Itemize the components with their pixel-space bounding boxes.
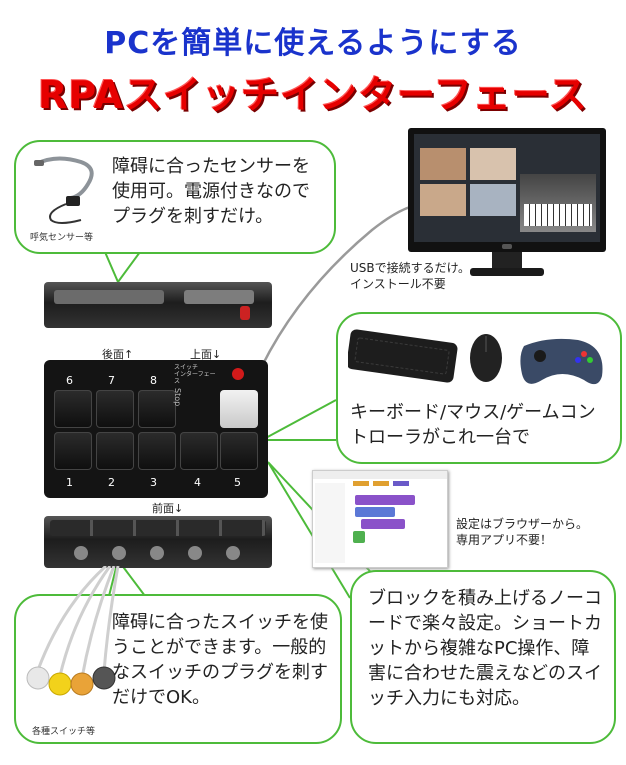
key-number: 8 — [150, 374, 157, 387]
switch-key-4[interactable] — [180, 432, 218, 470]
label-front: 前面↓ — [152, 502, 184, 515]
switch-key-5[interactable] — [220, 432, 258, 470]
video-tile — [420, 184, 466, 216]
jack-icon — [74, 546, 88, 560]
video-tile — [470, 184, 516, 216]
stop-label: Stop — [173, 388, 182, 407]
switch-key-1[interactable] — [54, 432, 92, 470]
switch-yellow-icon — [48, 672, 72, 696]
switch-orange-icon — [70, 672, 94, 696]
front-keycaps — [50, 520, 266, 536]
device-back-view — [44, 282, 272, 328]
browser-note-line2: 専用アプリ不要！ — [456, 533, 553, 547]
block-palette — [315, 483, 345, 563]
browser-settings-screenshot — [312, 470, 448, 568]
peripherals-bubble: キーボード/マウス/ゲームコントローラがこれ一台で — [336, 312, 622, 464]
key-number: 2 — [108, 476, 115, 489]
usb-note-line1: USBで接続するだけ。 — [350, 261, 471, 275]
logo-line2: インターフェース — [174, 371, 216, 385]
monitor-bezel — [408, 128, 606, 252]
block-coding-text: ブロックを積み上げるノーコードで楽々設定。ショートカットから複雑なPC操作、障害… — [368, 588, 602, 709]
logo-line1: スイッチ — [174, 364, 199, 371]
sensor-bubble: 呼気センサー等 障碍に合ったセンサーを使用可。電源付きなのでプラグを刺すだけ。 — [14, 140, 336, 254]
label-top: 上面↓ — [190, 348, 222, 361]
monitor-screen — [414, 134, 600, 242]
sensor-caption: 呼気センサー等 — [30, 233, 94, 243]
key-number: 7 — [108, 374, 115, 387]
switch-key-7[interactable] — [96, 390, 134, 428]
key-number: 1 — [66, 476, 73, 489]
status-red-button[interactable] — [232, 368, 244, 380]
device-logo: スイッチ インターフェース — [174, 364, 218, 385]
peripherals-icons — [348, 329, 603, 385]
block — [355, 495, 415, 505]
mouse-icon — [470, 334, 502, 382]
browser-titlebar — [313, 471, 447, 479]
browser-note-line1: 設定はブラウザーから。 — [456, 517, 589, 531]
product-title: RPAスイッチインターフェース — [38, 73, 588, 117]
keyboard-icon — [348, 329, 458, 383]
switch-gray-icon — [92, 666, 116, 690]
peripherals-bubble-tail — [261, 399, 337, 441]
switch-key-3[interactable] — [138, 432, 176, 470]
block — [353, 481, 369, 486]
monitor-neck — [492, 252, 522, 268]
back-ports — [54, 290, 164, 304]
usb-note-line2: インストール不要 — [350, 277, 446, 291]
switch-caption: 各種スイッチ等 — [32, 727, 96, 737]
jack-icon — [112, 546, 126, 560]
block — [361, 519, 405, 529]
peripherals-text: キーボード/マウス/ゲームコントローラがこれ一台で — [350, 402, 596, 448]
key-number: 3 — [150, 476, 157, 489]
switch-white-icon — [26, 666, 50, 690]
key-number: 5 — [234, 476, 241, 489]
monitor — [408, 128, 606, 278]
key-number: 6 — [66, 374, 73, 387]
headline: PCを簡単に使えるようにする — [104, 26, 522, 61]
gamepad-icon — [520, 338, 603, 385]
back-board — [184, 290, 254, 304]
video-tile — [470, 148, 516, 180]
device-top-view: スイッチ インターフェース 6 7 8 Stop 1 2 3 4 5 — [44, 360, 268, 498]
monitor-stand — [470, 268, 544, 276]
switch-key-2[interactable] — [96, 432, 134, 470]
stop-key[interactable] — [220, 390, 258, 428]
sensor-text: 障碍に合ったセンサーを使用可。電源付きなのでプラグを刺すだけ。 — [112, 156, 310, 227]
usb-note: USBで接続するだけ。 インストール不要 — [350, 260, 520, 292]
jack-icon — [188, 546, 202, 560]
switch-bubble: 各種スイッチ等 障碍に合ったスイッチを使うことができます。一般的なスイッチのプラ… — [14, 566, 342, 744]
browser-note: 設定はブラウザーから。 専用アプリ不要！ — [456, 516, 616, 548]
switch-cables-icon — [26, 566, 120, 696]
switch-key-6[interactable] — [54, 390, 92, 428]
jack-icon — [150, 546, 164, 560]
piano-keyboard-app — [520, 174, 596, 232]
switch-key-8[interactable] — [138, 390, 176, 428]
block-coding-bubble: ブロックを積み上げるノーコードで楽々設定。ショートカットから複雑なPC操作、障害… — [350, 570, 616, 744]
block — [393, 481, 409, 486]
back-red-led — [240, 306, 250, 320]
sensor-bubble-tail — [104, 251, 141, 284]
power-led — [502, 244, 512, 249]
video-tile — [420, 148, 466, 180]
key-number: 4 — [194, 476, 201, 489]
block — [373, 481, 389, 486]
switch-text: 障碍に合ったスイッチを使うことができます。一般的なスイッチのプラグを刺すだけでO… — [112, 612, 328, 708]
block — [355, 507, 395, 517]
breath-sensor-icon — [34, 156, 94, 224]
block — [353, 531, 365, 543]
jack-icon — [226, 546, 240, 560]
device-front-view — [44, 516, 272, 568]
label-back: 後面↑ — [102, 348, 134, 361]
